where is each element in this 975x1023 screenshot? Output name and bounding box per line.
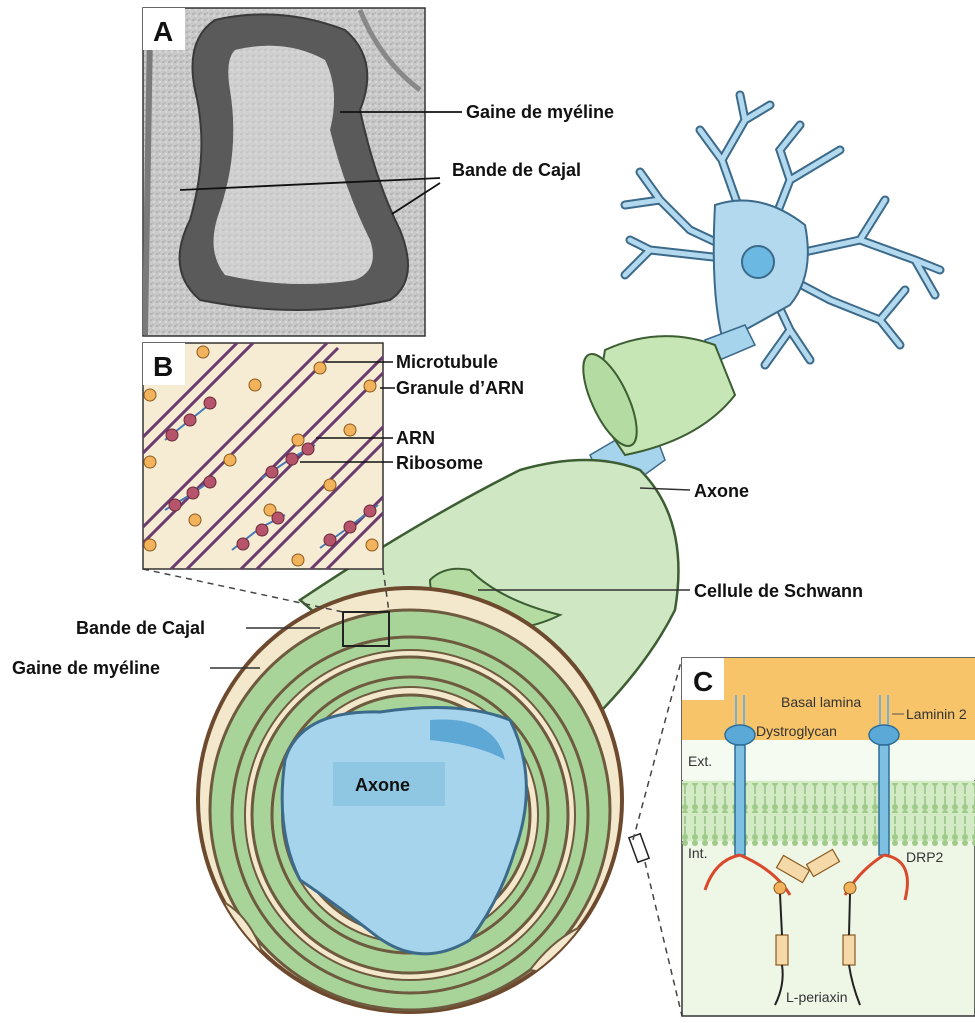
label-gaine-myeline-left: Gaine de myéline <box>12 658 160 678</box>
label-drp2: DRP2 <box>906 849 944 865</box>
label-int: Int. <box>688 845 707 861</box>
label-a-gaine-myeline: Gaine de myéline <box>466 102 614 122</box>
label-granule-arn: Granule d’ARN <box>396 378 524 398</box>
label-a-bande-cajal: Bande de Cajal <box>452 160 581 180</box>
panel-c-letter: C <box>693 666 713 697</box>
panel-a-letter: A <box>153 16 173 47</box>
panel-c: C Basal lamina Dystroglycan Laminin 2 Ex… <box>682 658 975 1016</box>
label-l-periaxin: L-periaxin <box>786 989 847 1005</box>
label-ext: Ext. <box>688 753 712 769</box>
label-dystroglycan: Dystroglycan <box>756 723 837 739</box>
label-basal-lamina: Basal lamina <box>781 694 861 710</box>
nucleus <box>742 246 774 278</box>
label-axone-right: Axone <box>694 481 749 501</box>
label-bande-cajal-left: Bande de Cajal <box>76 618 205 638</box>
label-microtubule: Microtubule <box>396 352 498 372</box>
label-arn: ARN <box>396 428 435 448</box>
label-cellule-schwann: Cellule de Schwann <box>694 581 863 601</box>
label-ribosome: Ribosome <box>396 453 483 473</box>
panel-b-letter: B <box>153 351 173 382</box>
label-laminin: Laminin 2 <box>906 706 967 722</box>
membrane-box <box>629 834 649 863</box>
neuron-illustration <box>625 95 940 365</box>
label-axone-center: Axone <box>355 775 410 795</box>
membrane-bilayer <box>682 783 975 813</box>
panel-a: A <box>143 8 425 336</box>
